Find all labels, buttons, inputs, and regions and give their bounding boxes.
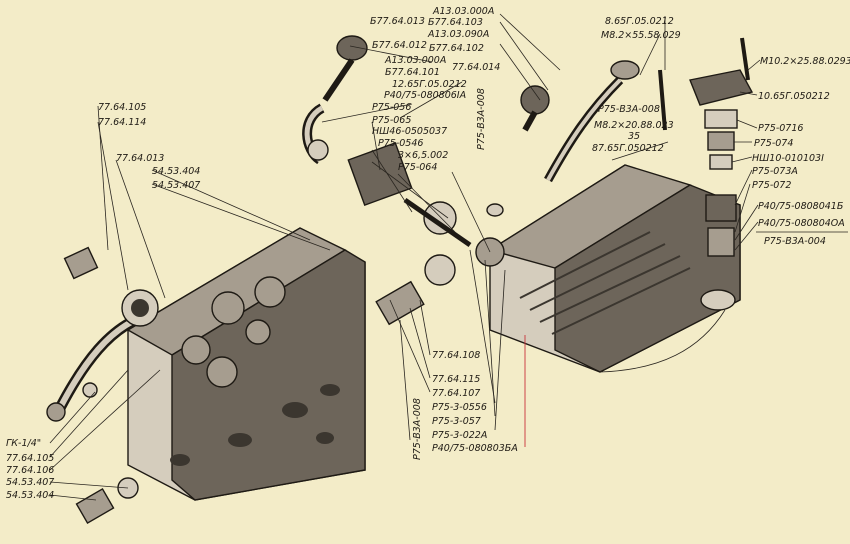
label-p40-75-080803ba: Р40/75-080803БА <box>432 443 518 454</box>
upper-bent-pipe <box>302 35 368 165</box>
housing-slots <box>519 231 691 335</box>
label-54-53-407-top: 54.53.407 <box>152 180 200 191</box>
label-p75-072: Р75-072 <box>752 180 791 191</box>
label-77-64-014-top: 77.64.014 <box>452 62 500 73</box>
label-77-64-115: 77.64.115 <box>432 374 480 385</box>
label-54-53-407-bottom: 54.53.407 <box>6 477 54 488</box>
label-87-65g: 87.65Г.050212 <box>592 143 664 154</box>
label-nsh46: НШ46-0505037 <box>372 126 447 137</box>
part-labels: А13.03.000А Б77.64.013 Б77.64.103 А13.03… <box>6 6 850 501</box>
label-p75-056: Р75-056 <box>372 102 411 113</box>
label-10-65g: 10.65Г.050212 <box>758 91 830 102</box>
label-77-64-105-top: 77.64.105 <box>98 102 146 113</box>
label-gk-1-4: ГК-1/4" <box>6 438 41 449</box>
label-p75-3-0556: Р75-3-0556 <box>432 402 487 413</box>
label-p75-v3a-008-vertical-bottom: Р75-В3А-008 <box>412 398 423 460</box>
right-bent-pipe <box>520 60 640 183</box>
lower-fittings <box>75 254 456 524</box>
label-b77-64-101: Б77.64.101 <box>385 67 440 78</box>
left-pipe <box>46 246 159 422</box>
distributor-holes <box>170 384 340 466</box>
label-3x6-5-002: 3×6,5.002 <box>398 150 448 161</box>
leader-lines <box>49 13 761 501</box>
label-b77-64-102: Б77.64.102 <box>429 43 484 54</box>
label-p75-v3a-004: Р75-В3А-004 <box>764 236 826 247</box>
label-p40-75-080804oa: Р40/75-080804ОА <box>758 218 845 229</box>
label-a13-03-090a: А13.03.090А <box>427 29 489 40</box>
label-77-64-013: 77.64.013 <box>116 153 164 164</box>
label-p75-3-057: Р75-3-057 <box>432 416 481 427</box>
label-nsh10: НШ10-010103I <box>752 153 824 164</box>
distributor-bolt-heads <box>181 276 286 388</box>
valve-stack <box>658 37 754 311</box>
center-spool <box>347 141 505 267</box>
label-8-65g: 8.65Г.05.0212 <box>605 16 674 27</box>
label-m8-2x55: М8.2×55.58.029 <box>601 30 681 41</box>
label-54-53-404-top: 54.53.404 <box>152 166 200 177</box>
label-p40-75-080806ia: Р40/75-080806IА <box>384 90 466 101</box>
label-p75-073a: Р75-073А <box>752 166 798 177</box>
label-p75-0716: Р75-0716 <box>758 123 803 134</box>
label-35: 35 <box>628 131 640 142</box>
label-p75-065: Р75-065 <box>372 115 411 126</box>
label-77-64-114: 77.64.114 <box>98 117 146 128</box>
label-b77-64-103: Б77.64.103 <box>428 17 483 28</box>
label-77-64-105-bottom: 77.64.105 <box>6 453 54 464</box>
label-p75-064: Р75-064 <box>398 162 437 173</box>
label-a13-03-000a-top: А13.03.000А <box>432 6 494 17</box>
label-b77-64-012: Б77.64.012 <box>372 40 427 51</box>
label-p75-v3a-008-right: Р75-В3А-008 <box>598 104 660 115</box>
label-b77-64-013: Б77.64.013 <box>370 16 425 27</box>
label-p75-074: Р75-074 <box>754 138 793 149</box>
label-p75-v3a-008-vertical-top: Р75-В3А-008 <box>476 88 487 150</box>
label-a13-03-000a: А13.03.000А <box>384 55 446 66</box>
label-54-53-404-bottom: 54.53.404 <box>6 490 54 501</box>
label-m8-2x20: М8.2×20.88.023 <box>594 120 674 131</box>
label-p75-3-022a: Р75-3-022А <box>432 430 487 441</box>
label-p40-75-0808041b: Р40/75-0808041Б <box>758 201 844 212</box>
label-77-64-107: 77.64.107 <box>432 388 480 399</box>
label-m10-2x25: М10.2×25.88.02935 <box>760 56 850 67</box>
label-77-64-106: 77.64.106 <box>6 465 54 476</box>
label-p75-0546: Р75-0546 <box>378 138 423 149</box>
valve-housing <box>488 164 741 373</box>
label-77-64-108: 77.64.108 <box>432 350 480 361</box>
distributor-body <box>126 227 366 501</box>
label-12-65g: 12.65Г.05.0212 <box>392 79 467 90</box>
